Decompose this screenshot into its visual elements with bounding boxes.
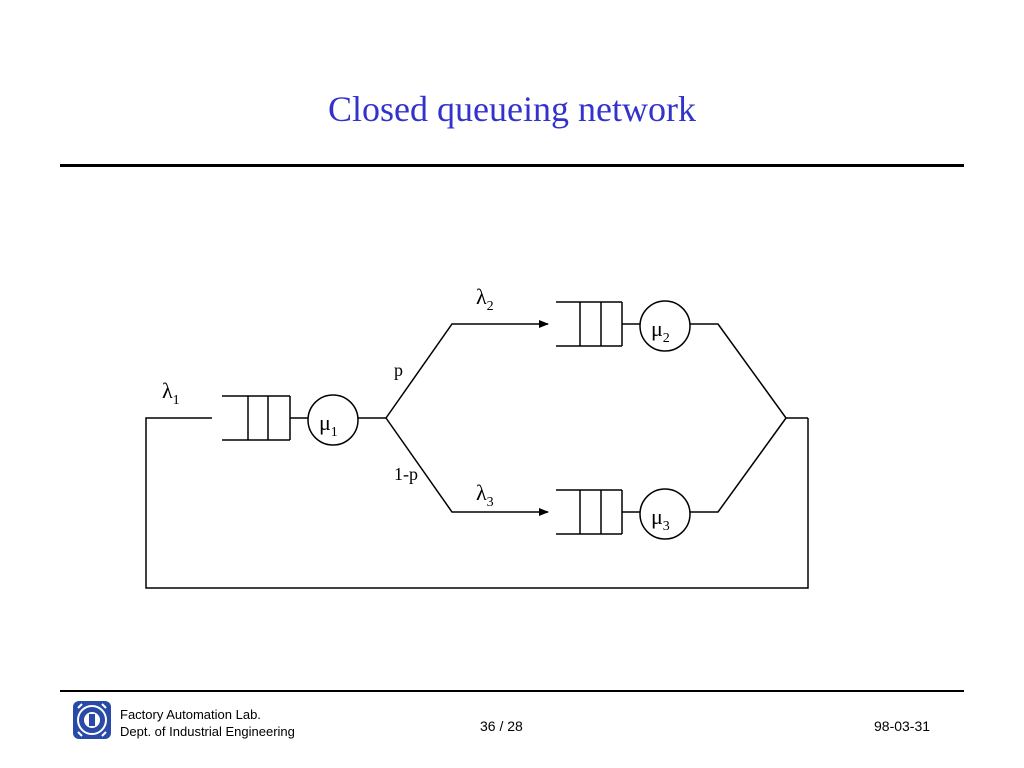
server-3: [639, 488, 691, 540]
feedback-loop-line: [145, 417, 809, 589]
footer-affiliation: Factory Automation Lab. Dept. of Industr…: [120, 706, 295, 740]
university-seal-icon: [73, 701, 111, 739]
merge-upper: [690, 323, 808, 419]
mu-2-label: μ2: [651, 316, 670, 346]
merge-lower: [690, 417, 787, 513]
probability-p-label: p: [394, 360, 403, 380]
slide-title: Closed queueing network: [328, 89, 696, 129]
lambda-1-label: λ1: [162, 378, 180, 408]
footer-lab-name: Factory Automation Lab.: [120, 707, 261, 722]
footer-date: 98-03-31: [874, 718, 931, 734]
queue-1: [222, 395, 291, 441]
queue-3: [556, 489, 623, 535]
footer-page-number: 36 / 28: [480, 718, 523, 734]
branch-upper: [385, 320, 549, 419]
mu-3-label: μ3: [651, 504, 670, 534]
branch-lower: [385, 417, 549, 516]
lambda-3-label: λ3: [476, 480, 494, 510]
queue-2: [556, 301, 623, 347]
server-2: [639, 300, 691, 352]
lambda-2-label: λ2: [476, 284, 494, 314]
top-divider: [60, 164, 964, 167]
mu-1-label: μ1: [319, 410, 338, 440]
server-1: [307, 394, 359, 446]
probability-1-minus-p-label: 1-p: [394, 464, 418, 484]
bottom-divider: [60, 690, 964, 692]
footer-dept-name: Dept. of Industrial Engineering: [120, 724, 295, 739]
